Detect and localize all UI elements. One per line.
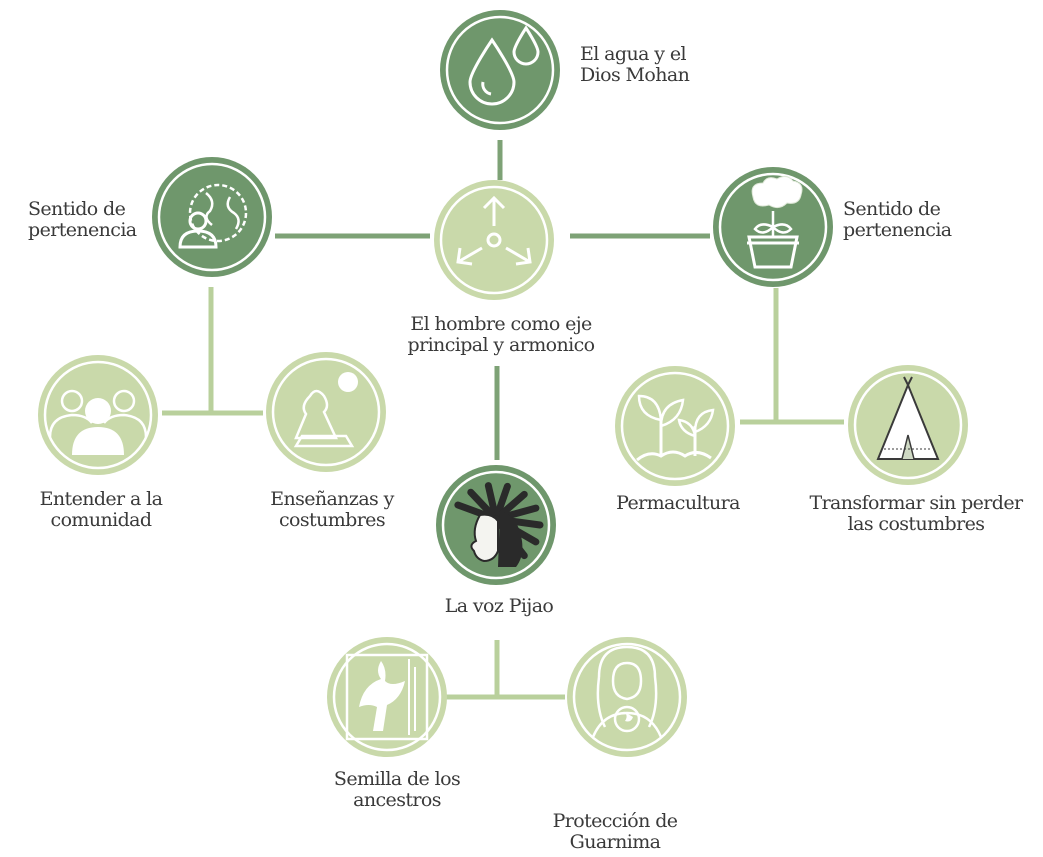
node-ring — [718, 172, 828, 282]
node-ring — [445, 15, 555, 125]
node-ring — [157, 162, 267, 272]
node-ring — [43, 360, 153, 470]
globe-person-icon — [178, 183, 248, 249]
node-ring — [441, 470, 551, 580]
node-circle — [440, 10, 560, 130]
node-circle — [567, 637, 687, 757]
node-comunidad — [38, 355, 158, 475]
elder-teaching-icon — [293, 372, 358, 448]
brain-plant-pot-icon — [747, 175, 803, 269]
connectors — [162, 140, 844, 700]
teepee-icon — [876, 376, 940, 460]
node-circle — [152, 157, 272, 277]
node-ensenanzas — [266, 352, 386, 472]
node-ring — [572, 642, 682, 752]
node-circle — [434, 180, 554, 300]
node-circles — [38, 10, 968, 757]
water-drops-icon — [468, 25, 540, 106]
node-ring — [853, 370, 963, 480]
node-center — [434, 180, 554, 300]
node-circle — [615, 366, 735, 486]
node-semilla — [327, 637, 447, 757]
bird-ancestor-icon — [345, 653, 429, 741]
indigenous-headdress-icon — [454, 482, 544, 567]
people-group-icon — [48, 389, 148, 455]
node-ring — [271, 357, 381, 467]
woman-earth-icon — [591, 645, 663, 738]
node-ring — [439, 185, 549, 295]
node-ring — [620, 371, 730, 481]
node-ring — [332, 642, 442, 752]
node-pijao — [436, 465, 556, 585]
label-permacultura: Permacultura — [616, 492, 740, 514]
node-left — [152, 157, 272, 277]
sprouting-plants-icon — [636, 394, 715, 462]
node-circle — [266, 352, 386, 472]
node-top — [440, 10, 560, 130]
node-right — [713, 167, 833, 287]
label-la-voz-pijao: La voz Pijao — [444, 595, 554, 617]
node-permacultura — [615, 366, 735, 486]
node-guarnima — [567, 637, 687, 757]
node-transformar — [848, 365, 968, 485]
arrows-circle-icon — [456, 195, 532, 266]
